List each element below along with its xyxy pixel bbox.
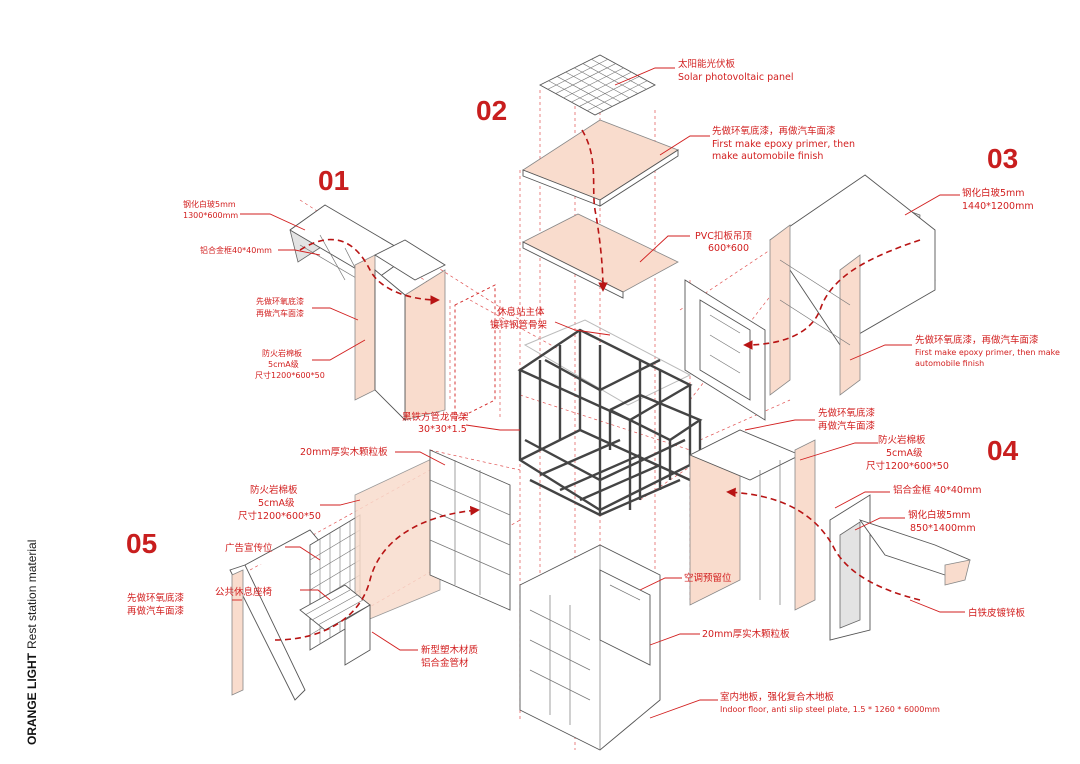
label-roof-paint-cn: 先做环氧底漆，再做汽车面漆 [712,125,836,137]
label-paint05-l2: 再做汽车面漆 [127,605,185,617]
label-rockwool01-l3: 尺寸1200*600*50 [255,370,325,380]
label-wood-top: 20mm厚实木颗粒板 [300,446,388,458]
solar-cell-line [579,76,640,107]
label-floor-en: Indoor floor, anti slip steel plate, 1.5… [720,705,940,714]
label-solar-en: Solar photovoltaic panel [678,72,794,83]
label-roof-paint-en1: First make epoxy primer, then [712,139,855,150]
solar-cell-line [582,63,639,94]
label-rockwool01-l1: 防火岩棉板 [262,348,302,358]
label-glass01-cn: 钢化白玻5mm [183,199,236,209]
label-ad: 广告宣传位 [225,542,273,554]
side-title: ORANGE LIGHT Rest station material [25,540,39,745]
label-rockwool04-l2: 5cmA级 [886,447,923,459]
solar-cell-line [587,80,648,111]
label-rockwool01-l2: 5cmA级 [268,359,299,369]
label-tube-l1: 黑铁方管龙骨架 [402,411,469,423]
assembly-arrows [274,129,921,641]
module-number-04: 04 [987,435,1019,466]
label-alu01-cn: 铝合金框40*40mm [200,245,272,255]
solar-cell-line [571,71,632,103]
ad-grid-line [309,529,361,561]
solar-cell-line [555,63,616,94]
side-title-subtitle: Rest station material [25,540,39,649]
label-tin-cn: 白铁皮镀锌板 [968,607,1026,619]
solar-cell-line [548,80,604,111]
leader-lines [232,67,965,719]
label-ac: 空调预留位 [684,572,732,584]
label-paint01-l1: 先做环氧底漆 [256,296,304,306]
label-bench: 公共休息座椅 [215,586,273,598]
label-glass04-cn: 钢化白玻5mm [908,509,971,521]
label-roof-paint-en2: make automobile finish [712,151,823,162]
roof-shell [522,119,679,207]
solar-cell-line [591,59,647,90]
solar-cell-line [556,76,613,107]
module-01 [289,204,496,422]
module-number-01: 01 [318,165,349,196]
label-glass01-size: 1300*600mm [183,211,238,220]
label-wood-bottom: 20mm厚实木颗粒板 [702,628,790,640]
label-floor-cn: 室内地板，强化复合木地板 [720,691,835,703]
solar-cell-line [565,71,621,103]
side-title-brand: ORANGE LIGHT [25,652,39,745]
label-paint03-en2: automobile finish [915,359,984,368]
label-pvc-size: 600*600 [708,243,749,254]
rear-wall-cabinet [519,544,661,751]
label-glass03-cn: 钢化白玻5mm [962,187,1025,199]
ad-grid-line [309,544,361,576]
label-alu04-cn: 铝合金框 40*40mm [893,484,981,496]
label-rockwool05-l2: 5cmA级 [258,497,295,509]
label-pvc-cn: PVC扣板吊顶 [695,230,752,242]
label-rockwool05-l3: 尺寸1200*600*50 [238,510,321,522]
module-number-03: 03 [987,143,1018,174]
label-glass03-size: 1440*1200mm [962,201,1034,212]
label-paint01-l2: 再做汽车面漆 [256,308,304,318]
module-number-02: 02 [476,95,507,126]
label-paint03-en1: First make epoxy primer, then make [915,348,1060,357]
label-paint04-l1: 先做环氧底漆 [818,407,876,419]
module-05 [229,449,511,701]
solar-panel [539,54,656,116]
label-main-l2: 镀锌钢管骨架 [490,319,548,331]
module-04 [688,429,971,641]
solar-cell-line [563,67,624,99]
label-tube-l2: 30*30*1.5 [418,424,467,435]
label-paint03-cn: 先做环氧底漆，再做汽车面漆 [915,334,1039,346]
label-glass04-size: 850*1400mm [910,523,976,534]
label-rockwool05-l1: 防火岩棉板 [250,484,298,496]
svg-text:ORANGE LIGHTRest station mater: ORANGE LIGHT Rest station material [25,540,39,745]
solar-cell-line [547,59,608,90]
label-paint04-l2: 再做汽车面漆 [818,420,876,432]
module-03 [684,174,936,421]
solar-cell-line [574,67,630,99]
label-plastic-l2: 铝合金管材 [421,657,469,669]
label-plastic-l1: 新型塑木材质 [421,644,479,656]
steel-frame [517,319,703,517]
label-rockwool04-l3: 尺寸1200*600*50 [866,460,949,472]
ad-grid-line [309,559,361,591]
label-paint05-l1: 先做环氧底漆 [127,592,185,604]
label-rockwool04-l1: 防火岩棉板 [878,434,926,446]
label-solar-cn: 太阳能光伏板 [678,58,736,70]
label-main-l1: 休息站主体 [497,306,545,318]
module-number-05: 05 [126,528,157,559]
